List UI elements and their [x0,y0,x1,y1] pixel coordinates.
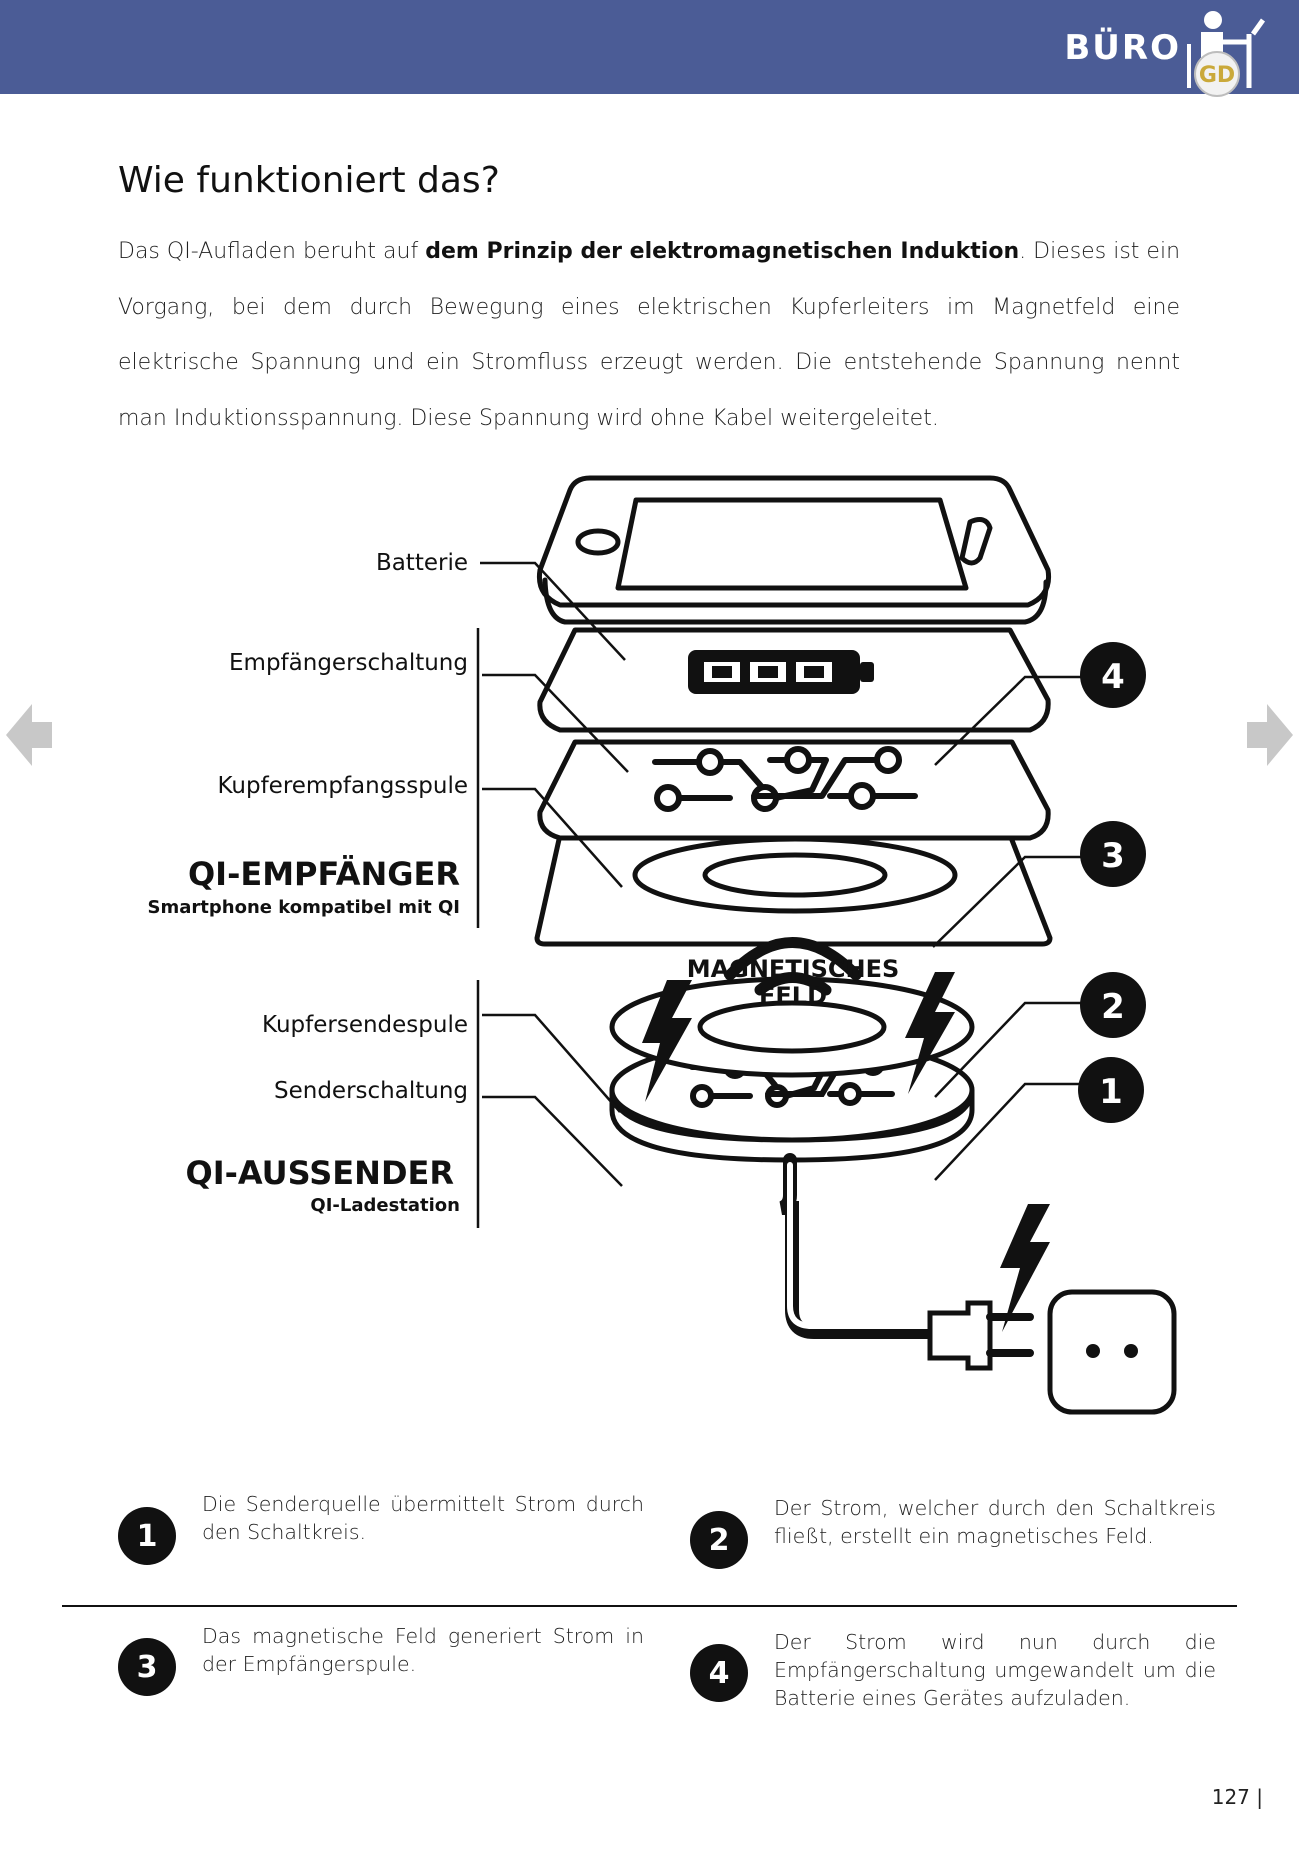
svg-text:4: 4 [1101,657,1125,697]
steps-divider [62,1605,1237,1607]
label-batterie: Batterie [376,550,468,576]
section-header: BÜRO GD [0,0,1299,97]
svg-text:GD: GD [1199,63,1235,88]
svg-text:3: 3 [1101,836,1125,876]
label-kupfersendespule: Kupfersendespule [262,1012,468,1038]
battery-icon [688,650,874,694]
receiver-circuit-layer [537,739,1051,841]
label-field-line2: FELD [759,982,827,1010]
arrow-right-icon[interactable] [1247,702,1293,768]
intro-text-end: . Dieses ist ein Vorgang, bei dem durch … [118,239,1181,431]
qi-charging-diagram: 4 3 2 1 Batterie Empfängerschaltung Kupf… [148,475,1177,1415]
marker-3: 3 [1080,821,1146,887]
arrow-left-icon[interactable] [6,702,52,768]
lightning-bolt-power [1000,1204,1050,1332]
receiver-coil-layer [534,832,1053,947]
marker-1: 1 [1078,1057,1144,1123]
lightning-bolt-right [905,972,955,1094]
label-kupferempfangsspule: Kupferempfangsspule [217,773,468,799]
step-text: Der Strom, welcher durch den Schaltkreis… [774,1496,1216,1548]
magnetic-field-arc-inner [754,972,832,996]
label-senderschaltung: Senderschaltung [274,1078,468,1104]
step-text: Die Senderquelle übermittelt Strom durch… [202,1492,644,1544]
magnetic-field-arc-outer [724,937,862,981]
marker-2: 2 [1080,972,1146,1038]
svg-text:2: 2 [1101,987,1125,1027]
page-heading: Wie funktioniert das? [118,160,500,201]
label-sender-title: QI-AUSSENDER [185,1154,454,1192]
step-text: Der Strom wird nun durch die Empfängersc… [774,1630,1216,1710]
lightning-bolt-left [642,980,692,1102]
label-receiver-title: QI-EMPFÄNGER [188,855,460,893]
intro-paragraph: Das QI-Aufladen beruht auf dem Prinzip d… [118,224,1180,446]
step-number-badge: 4 [690,1644,748,1702]
charger-cable [779,1153,937,1339]
step-text: Das magnetische Feld generiert Strom in … [202,1624,644,1676]
intro-text-start: Das QI-Aufladen beruht auf [118,239,426,264]
marker-4: 4 [1080,642,1146,708]
receiver-coil-inner [702,852,888,898]
sender-coil-inner [697,1000,887,1054]
label-empfaengerschaltung: Empfängerschaltung [229,650,468,676]
power-plug-icon [927,1300,993,1371]
label-receiver-sub: Smartphone kompatibel mit QI [148,897,460,918]
phone-screen [615,497,969,591]
step-number-badge: 1 [118,1507,176,1565]
receiver-circuit-pattern [652,746,918,812]
section-title: BÜRO [1064,28,1181,68]
page-number: 127 | [1211,1785,1263,1809]
intro-bold-phrase: dem Prinzip der elektromagnetischen Indu… [425,239,1020,264]
step-number-badge: 2 [690,1511,748,1569]
desk-worker-icon: GD [1187,11,1266,97]
step-number-badge: 3 [118,1638,176,1696]
label-sender-sub: QI-Ladestation [310,1195,460,1216]
svg-text:1: 1 [1099,1072,1123,1112]
label-field-line1: MAGNETISCHES [687,955,900,983]
wall-socket-icon [1047,1289,1177,1415]
